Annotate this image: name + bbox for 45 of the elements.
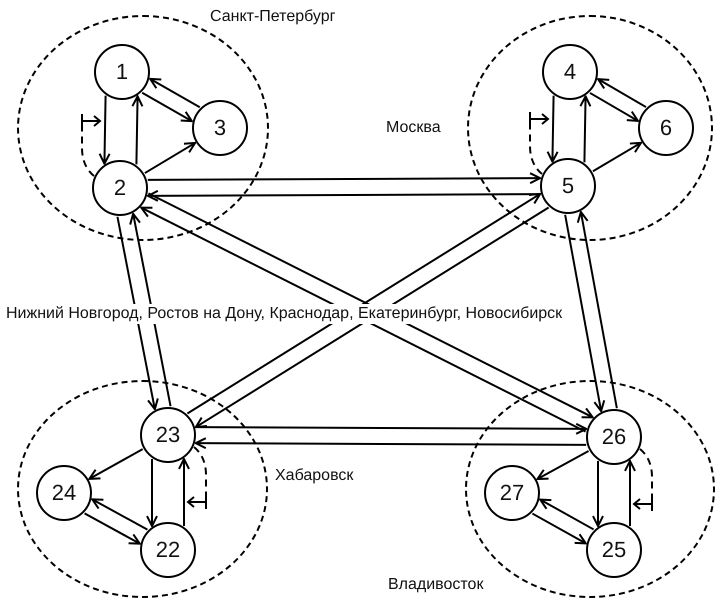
arrow <box>546 96 559 163</box>
arrow <box>194 206 550 428</box>
arrow <box>178 458 190 526</box>
arrow <box>149 78 200 108</box>
arrow <box>539 498 594 530</box>
arrow <box>536 450 590 480</box>
arrow <box>597 78 646 108</box>
arrow <box>144 142 196 174</box>
node-circle: 24 <box>36 465 92 521</box>
arrow <box>186 192 542 414</box>
node-circle: 22 <box>140 522 196 578</box>
node-circle: 6 <box>638 100 694 156</box>
city-label: Хабаровск <box>274 466 354 486</box>
node-circle: 3 <box>192 100 248 156</box>
arrow <box>592 142 642 172</box>
node-circle: 23 <box>140 407 196 463</box>
node-circle: 26 <box>586 409 642 465</box>
node-circle: 5 <box>540 158 596 214</box>
arrow <box>148 172 542 184</box>
arrow <box>116 216 159 410</box>
city-label: Санкт-Петербург <box>209 7 336 27</box>
arrow <box>590 92 639 122</box>
arrow <box>624 460 636 526</box>
arrow <box>576 210 618 408</box>
node-circle: 25 <box>586 522 642 578</box>
arrow <box>194 437 586 450</box>
node-circle: 27 <box>484 465 540 521</box>
node-circle: 4 <box>542 44 598 100</box>
arrow <box>532 512 587 544</box>
arrow <box>91 498 148 530</box>
city-list-label: Нижний Новгород, Ростов на Дону, Краснодар, Екатеринбург, Новосибирск <box>4 304 564 324</box>
arrow <box>146 458 158 528</box>
arrow <box>142 92 193 122</box>
node-circle: 2 <box>92 160 148 216</box>
arrow <box>564 214 606 412</box>
arrow <box>579 95 592 162</box>
arrow <box>84 512 141 545</box>
arrow <box>592 460 604 528</box>
arrow <box>131 95 144 164</box>
arrow <box>196 422 588 435</box>
arrow <box>98 96 111 165</box>
city-label: Владивосток <box>387 575 484 595</box>
arrow <box>88 448 144 480</box>
node-circle: 1 <box>94 44 150 100</box>
arrow <box>129 212 172 406</box>
